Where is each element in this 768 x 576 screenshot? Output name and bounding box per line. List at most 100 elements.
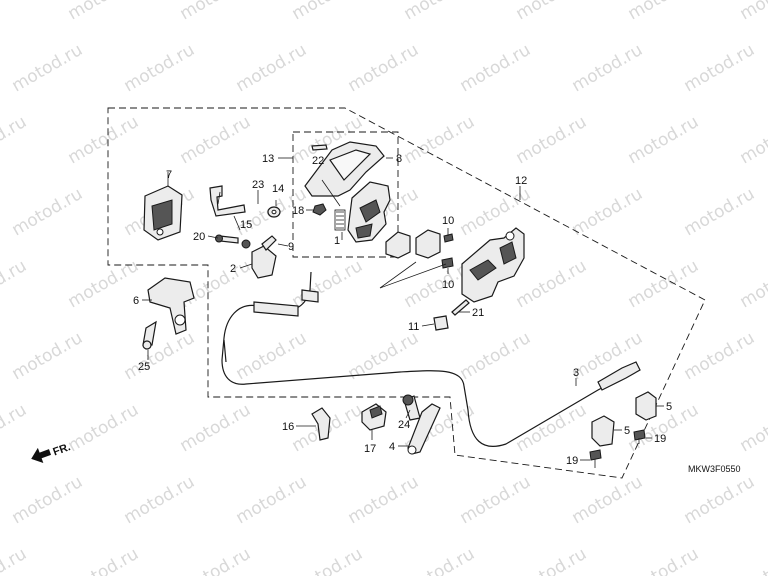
watermark-text: motod.ru [65, 256, 143, 312]
part-23-pin[interactable] [209, 185, 246, 217]
watermark-text: motod.ru [0, 0, 30, 24]
latch-block-left[interactable] [385, 231, 411, 259]
part-16-clamp[interactable] [311, 407, 331, 441]
part-13-cover[interactable] [304, 141, 385, 197]
diagram-code: MKW3F0550 [688, 464, 741, 474]
callout-17: 17 [364, 443, 376, 455]
callout-7: 7 [166, 169, 172, 181]
latch-block-right[interactable] [415, 229, 441, 259]
part-18-nut[interactable] [312, 203, 327, 216]
watermark-text: motod.ru [625, 256, 703, 312]
callout-2: 2 [230, 263, 236, 275]
watermark-text: motod.ru [681, 40, 759, 96]
watermark-text: motod.ru [121, 40, 199, 96]
watermark-text: motod.ru [121, 472, 199, 528]
part-5-clip-upper[interactable] [635, 391, 657, 421]
part-20-screw[interactable] [215, 234, 239, 244]
callout-15: 15 [240, 219, 252, 231]
watermark-text: motod.ru [569, 40, 647, 96]
callout-10-upper: 10 [442, 215, 454, 227]
watermark-text: motod.ru [177, 112, 255, 168]
callout-5-lower: 5 [624, 425, 630, 437]
watermark-text: motod.ru [65, 0, 143, 24]
part-14-washer[interactable] [267, 206, 281, 218]
callout-21: 21 [472, 307, 484, 319]
watermark-text: motod.ru [0, 112, 30, 168]
watermark-text: motod.ru [0, 256, 30, 312]
watermark-text: motod.ru [233, 472, 311, 528]
watermark-text: motod.ru [401, 544, 479, 576]
part-1-spring[interactable] [334, 209, 346, 231]
part-24-bolt[interactable] [402, 394, 421, 421]
callout-13: 13 [262, 153, 274, 165]
watermark-text: motod.ru [513, 0, 591, 24]
part-5-clip-lower[interactable] [591, 415, 615, 447]
part-2-clip[interactable] [251, 245, 277, 279]
watermark-text: motod.ru [457, 184, 535, 240]
part-17-clip[interactable] [361, 403, 387, 431]
watermark-text: motod.ru [401, 0, 479, 24]
watermark-text: motod.ru [0, 400, 30, 456]
part-3-cable[interactable] [221, 271, 641, 447]
part-25-bolt[interactable] [142, 320, 157, 350]
callout-1: 1 [334, 235, 340, 247]
part-19-screw-right[interactable] [633, 429, 646, 444]
watermark-text: motod.ru [177, 0, 255, 24]
callout-9: 9 [288, 241, 294, 253]
part-10-screw-lower[interactable] [441, 257, 454, 269]
watermark-text: motod.ru [401, 112, 479, 168]
watermark-text: motod.ru [177, 544, 255, 576]
watermark-text: motod.ru [65, 112, 143, 168]
watermark-text: motod.ru [457, 472, 535, 528]
watermark-text: motod.ru [9, 40, 87, 96]
watermark-text: motod.ru [625, 112, 703, 168]
watermark-text: motod.ru [9, 472, 87, 528]
watermark-text: motod.ru [121, 328, 199, 384]
callout-20: 20 [193, 231, 205, 243]
callout-5-upper: 5 [666, 401, 672, 413]
assembly-boundary [107, 107, 706, 479]
watermark-text: motod.ru [569, 328, 647, 384]
watermark-text: motod.ru [513, 400, 591, 456]
watermark-text: motod.ru [681, 184, 759, 240]
watermark-text: motod.ru [0, 544, 30, 576]
callout-8: 8 [396, 153, 402, 165]
watermark-text: motod.ru [737, 256, 768, 312]
callout-3: 3 [573, 367, 579, 379]
front-label: FR. [51, 441, 72, 458]
part-12-seat-lock[interactable] [461, 227, 525, 303]
part-4-stay[interactable] [407, 403, 441, 455]
callout-labels: 13 8 22 12 7 23 14 18 15 20 9 2 1 10 10 … [133, 153, 672, 467]
callout-22: 22 [312, 155, 324, 167]
watermark-text: motod.ru [737, 112, 768, 168]
watermark-text: motod.ru [457, 328, 535, 384]
watermark-text: motod.ru [345, 40, 423, 96]
callout-11: 11 [408, 321, 419, 333]
part-8-latch[interactable] [347, 181, 391, 243]
watermark-text: motod.ru [457, 40, 535, 96]
part-15-nut[interactable] [241, 239, 251, 249]
watermark-text: motod.ru [289, 256, 367, 312]
callout-18: 18 [292, 205, 304, 217]
callout-16: 16 [282, 421, 294, 433]
part-10-screw-upper[interactable] [443, 233, 454, 243]
watermark-text: motod.ru [737, 544, 768, 576]
part-6-bracket[interactable] [147, 277, 195, 335]
part-21-pin[interactable] [451, 299, 470, 316]
callout-23: 23 [252, 179, 264, 191]
part-9-plate[interactable] [261, 235, 277, 251]
watermark-text: motod.ru [625, 544, 703, 576]
callout-6: 6 [133, 295, 139, 307]
part-7-cover[interactable] [143, 185, 183, 241]
leader-lines [142, 157, 664, 461]
watermark-text: motod.ru [233, 328, 311, 384]
part-22-pin[interactable] [311, 144, 328, 151]
part-19-screw-left[interactable] [589, 449, 602, 468]
part-11-grommet[interactable] [433, 315, 449, 331]
watermark-text: motod.ru [569, 472, 647, 528]
front-arrow-icon [31, 447, 52, 463]
watermark-text: motod.ru [513, 256, 591, 312]
watermark-text: motod.ru [177, 400, 255, 456]
watermark-text: motod.ru [681, 328, 759, 384]
